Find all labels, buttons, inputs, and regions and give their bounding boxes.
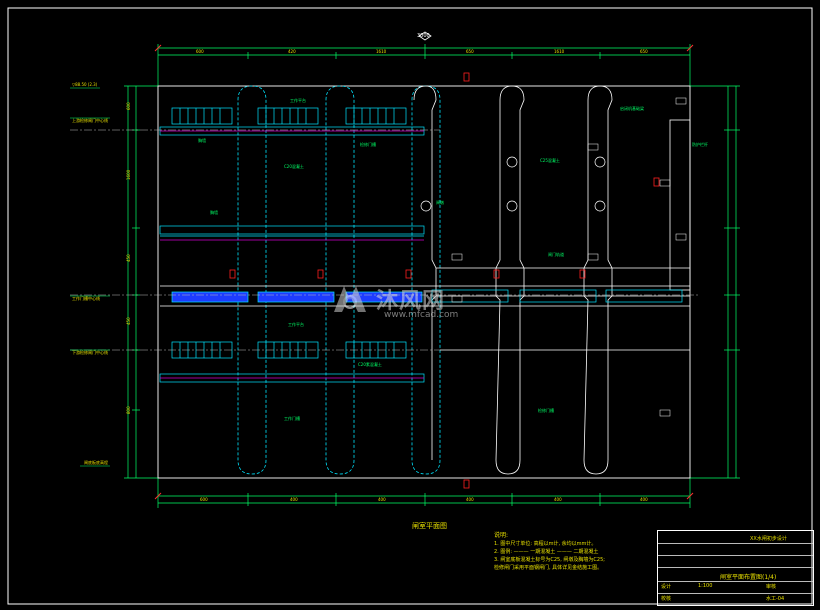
- zone-label-6: C25混凝土: [540, 157, 560, 163]
- zone-label-13: 闸门轨道: [548, 251, 564, 257]
- dim-left-2: 1600: [126, 169, 131, 180]
- zone-label-5: 胸墙: [210, 209, 218, 215]
- tb-scale: 1:100: [698, 583, 713, 589]
- zone-label-11: 检修门槽: [538, 407, 554, 413]
- zone-label-9: C20素混凝土: [358, 361, 382, 367]
- dim-top-5: 1610: [554, 49, 565, 54]
- middle-rail-beam: [159, 225, 425, 241]
- tb-role-review: 审核: [766, 584, 777, 590]
- section-markers: [229, 72, 660, 489]
- zone-label-2: C20混凝土: [284, 163, 304, 169]
- dim-left-5: 800: [126, 406, 131, 414]
- tb-divider: [658, 543, 813, 544]
- dim-left-4: 450: [126, 317, 131, 325]
- dimension-text: 600 420 1610 650 1610 650 600 400 400 40…: [126, 49, 648, 502]
- dim-bottom-5: 400: [554, 497, 562, 502]
- dim-top-6: 650: [640, 49, 648, 54]
- tb-drawing-title: 闸室平面布置图(1/4): [720, 574, 777, 581]
- anchor-bolts: [420, 156, 606, 212]
- zone-label-14: 防护栏杆: [692, 141, 708, 147]
- left-leaders: [70, 87, 110, 467]
- tb-divider: [658, 593, 813, 594]
- watermark-logo-icon: [334, 286, 366, 312]
- tb-divider: [658, 581, 813, 582]
- centre-lines: [70, 129, 700, 351]
- tb-role-design: 设计: [661, 584, 672, 590]
- dim-top-3: 1610: [376, 49, 387, 54]
- dim-bottom-3: 400: [378, 497, 386, 502]
- watermark: 沐风网: [330, 282, 445, 316]
- title-block: XX水闸初步设计 设计 校核 1:100 审核 水工-04 闸室平面布置图(1/…: [657, 530, 814, 606]
- dim-top-1: 600: [196, 49, 204, 54]
- zone-label-12: 启闭机基础梁: [620, 105, 644, 111]
- note-line-2: 2. 图例: ——— 一期混凝土 ——— 二期混凝土: [494, 549, 599, 555]
- right-dimension-line: [690, 85, 740, 479]
- label-base-elevation: 闸底板底高程: [84, 459, 108, 465]
- work-gate-bars: [160, 285, 690, 307]
- plan-title: 闸室平面图: [412, 522, 447, 530]
- note-line-3: 3. 闸室底板混凝土标号为C25, 闸墩及胸墙为C25;: [494, 557, 605, 563]
- tb-project: XX水闸初步设计: [750, 536, 787, 542]
- zone-label-8: 工作平台: [288, 321, 304, 327]
- dim-left-1: 600: [126, 102, 131, 110]
- notes-heading: 说明:: [494, 532, 509, 539]
- downstream-rail-beam: [159, 373, 425, 383]
- tb-divider: [658, 567, 813, 568]
- left-dimension-line: [124, 85, 158, 479]
- tb-divider: [658, 555, 813, 556]
- upstream-grating: [171, 107, 407, 125]
- bottom-dimension-line: [157, 478, 691, 508]
- right-tags: [451, 97, 687, 417]
- tb-number: 水工-04: [766, 596, 785, 602]
- label-elevation: ▽88.50 (2.3): [72, 82, 98, 87]
- notes-block: 说明: 1. 图中尺寸单位: 高程以m计, 余均以mm计。 2. 图例: ———…: [494, 532, 660, 572]
- note-line-1: 1. 图中尺寸单位: 高程以m计, 余均以mm计。: [494, 541, 597, 547]
- zone-label-3: 胸墙: [198, 137, 206, 143]
- tb-role-check: 校核: [661, 596, 672, 602]
- upstream-rail-beam: [159, 126, 425, 136]
- zone-label-7: 闸墩: [436, 199, 444, 205]
- dim-bottom-4: 400: [466, 497, 474, 502]
- dim-top-4: 650: [466, 49, 474, 54]
- sheet-border: [7, 7, 813, 605]
- dim-left-3: 450: [126, 254, 131, 262]
- zone-labels: 工作平台 C20混凝土 胸墙 检修门槽 胸墙 C25混凝土 闸墩 工作平台 C2…: [198, 97, 708, 421]
- note-line-4: 检修闸门采用平面钢闸门, 具体详见金结施工图。: [494, 565, 603, 571]
- top-dimension-line: [157, 44, 691, 86]
- label-upstream-cl: 上游检修闸门中心线: [72, 117, 108, 123]
- flow-direction-arrow: [418, 31, 432, 41]
- watermark-text: 沐风网: [376, 289, 446, 314]
- zone-label-1: 工作平台: [290, 97, 306, 103]
- dim-bottom-2: 400: [290, 497, 298, 502]
- left-labels: ▽88.50 (2.3) 上游检修闸门中心线 工作门槽中心线 下游检修闸门中心线…: [72, 82, 108, 465]
- zone-label-4: 检修门槽: [360, 141, 376, 147]
- dim-bottom-6: 400: [640, 497, 648, 502]
- label-downstream-cl: 下游检修闸门中心线: [72, 349, 108, 355]
- overall-dimension: 3000: [417, 33, 430, 39]
- zone-label-10: 工作门槽: [284, 415, 300, 421]
- label-work-gate-cl: 工作门槽中心线: [72, 295, 100, 301]
- watermark-url: www.mfcad.com: [384, 310, 459, 320]
- dim-top-2: 420: [288, 49, 296, 54]
- dimension-ticks: [154, 44, 694, 500]
- dim-bottom-1: 600: [200, 497, 208, 502]
- pier-right-group: [413, 85, 691, 475]
- pier-left-group: [237, 85, 441, 475]
